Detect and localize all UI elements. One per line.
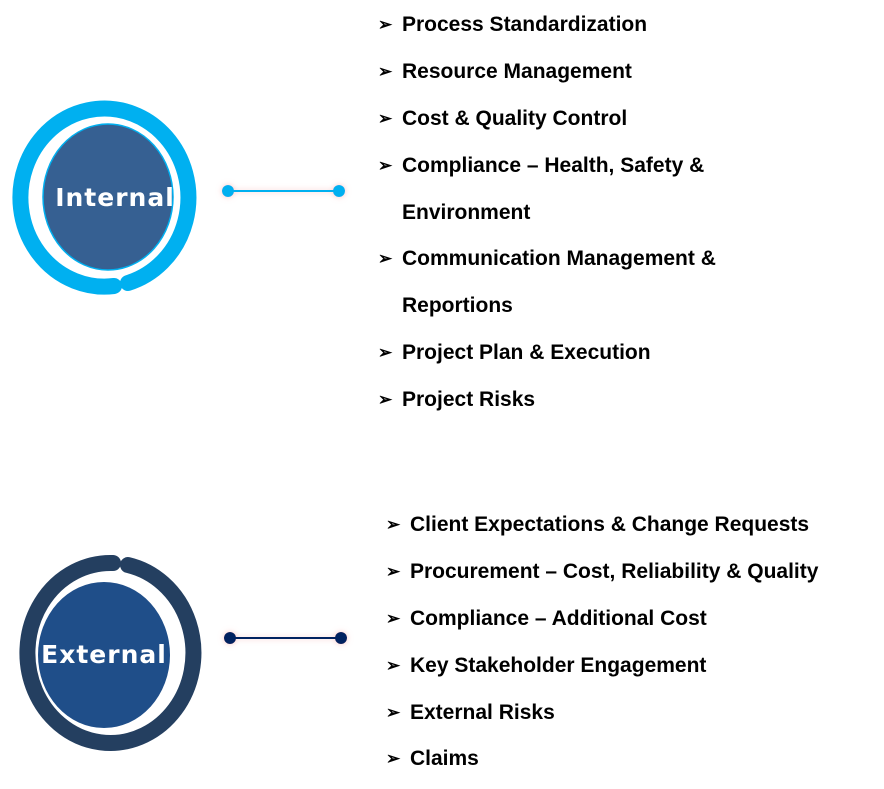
list-item: ➢ Communication Management &	[378, 246, 716, 293]
list-item-text: Procurement – Cost, Reliability & Qualit…	[410, 559, 819, 583]
list-item-text: Project Plan & Execution	[402, 341, 651, 365]
arrow-bullet-icon: ➢	[386, 561, 401, 581]
arrow-bullet-icon: ➢	[378, 61, 393, 81]
external-factor-list: ➢ Client Expectations & Change Requests ➢ P…	[386, 512, 818, 789]
list-item-text: Compliance – Health, Safety &	[402, 153, 705, 177]
list-item: ➢ External Risks	[386, 700, 818, 747]
list-item: ➢ Procurement – Cost, Reliability & Quali…	[386, 559, 818, 606]
arrow-bullet-icon: ➢	[378, 390, 393, 410]
list-item-text: Process Standardization	[402, 13, 648, 36]
internal-disc	[42, 123, 174, 271]
internal-ring	[12, 100, 197, 295]
list-item-text: Key Stakeholder Engagement	[410, 653, 707, 677]
list-item: ➢ Compliance – Additional Cost	[386, 606, 818, 653]
arrow-bullet-icon: ➢	[386, 655, 401, 675]
internal-connector	[222, 185, 345, 197]
internal-factor-list: ➢ Process Standardization ➢ Resource Manage…	[378, 12, 716, 434]
list-item-text: Compliance – Additional Cost	[410, 606, 707, 630]
list-item: ➢ Project Risks	[378, 387, 716, 434]
arrow-bullet-icon: ➢	[378, 343, 393, 363]
arrow-bullet-icon: ➢	[386, 702, 401, 722]
list-item-continuation: Reportions	[402, 294, 513, 318]
list-item: ➢ Cost & Quality Control	[378, 106, 716, 153]
external-ring	[19, 554, 202, 751]
arrow-bullet-icon: ➢	[386, 608, 401, 628]
list-item: ➢ Key Stakeholder Engagement	[386, 653, 818, 700]
external-label: External	[41, 640, 167, 669]
list-item-continuation: Environment	[402, 200, 531, 224]
list-item: ➢ Process Standardization	[378, 12, 716, 59]
arrow-bullet-icon: ➢	[378, 249, 393, 269]
list-item-text: Cost & Quality Control	[402, 106, 628, 130]
arrow-bullet-icon: ➢	[378, 108, 393, 128]
arrow-bullet-icon: ➢	[386, 515, 401, 534]
external-disc	[38, 582, 170, 728]
arrow-bullet-icon: ➢	[378, 155, 393, 175]
internal-label: Internal	[55, 183, 175, 212]
list-item: ➢ Project Plan & Execution	[378, 340, 716, 387]
list-item-text: Claims	[410, 747, 479, 771]
list-item: ➢ Client Expectations & Change Requests	[386, 512, 818, 559]
list-item-text: Project Risks	[402, 388, 536, 412]
list-item: ➢ Resource Management	[378, 59, 716, 106]
arrow-bullet-icon: ➢	[386, 749, 401, 769]
list-item: ➢ Claims	[386, 746, 818, 789]
arrow-bullet-icon: ➢	[378, 15, 393, 34]
list-item-text: External Risks	[410, 700, 555, 724]
list-item-text: Resource Management	[402, 59, 632, 83]
list-item-text: Client Expectations & Change Requests	[410, 513, 810, 536]
external-connector	[224, 632, 347, 644]
list-item: ➢ Compliance – Health, Safety &	[378, 153, 716, 200]
list-item-text: Communication Management &	[402, 247, 716, 271]
